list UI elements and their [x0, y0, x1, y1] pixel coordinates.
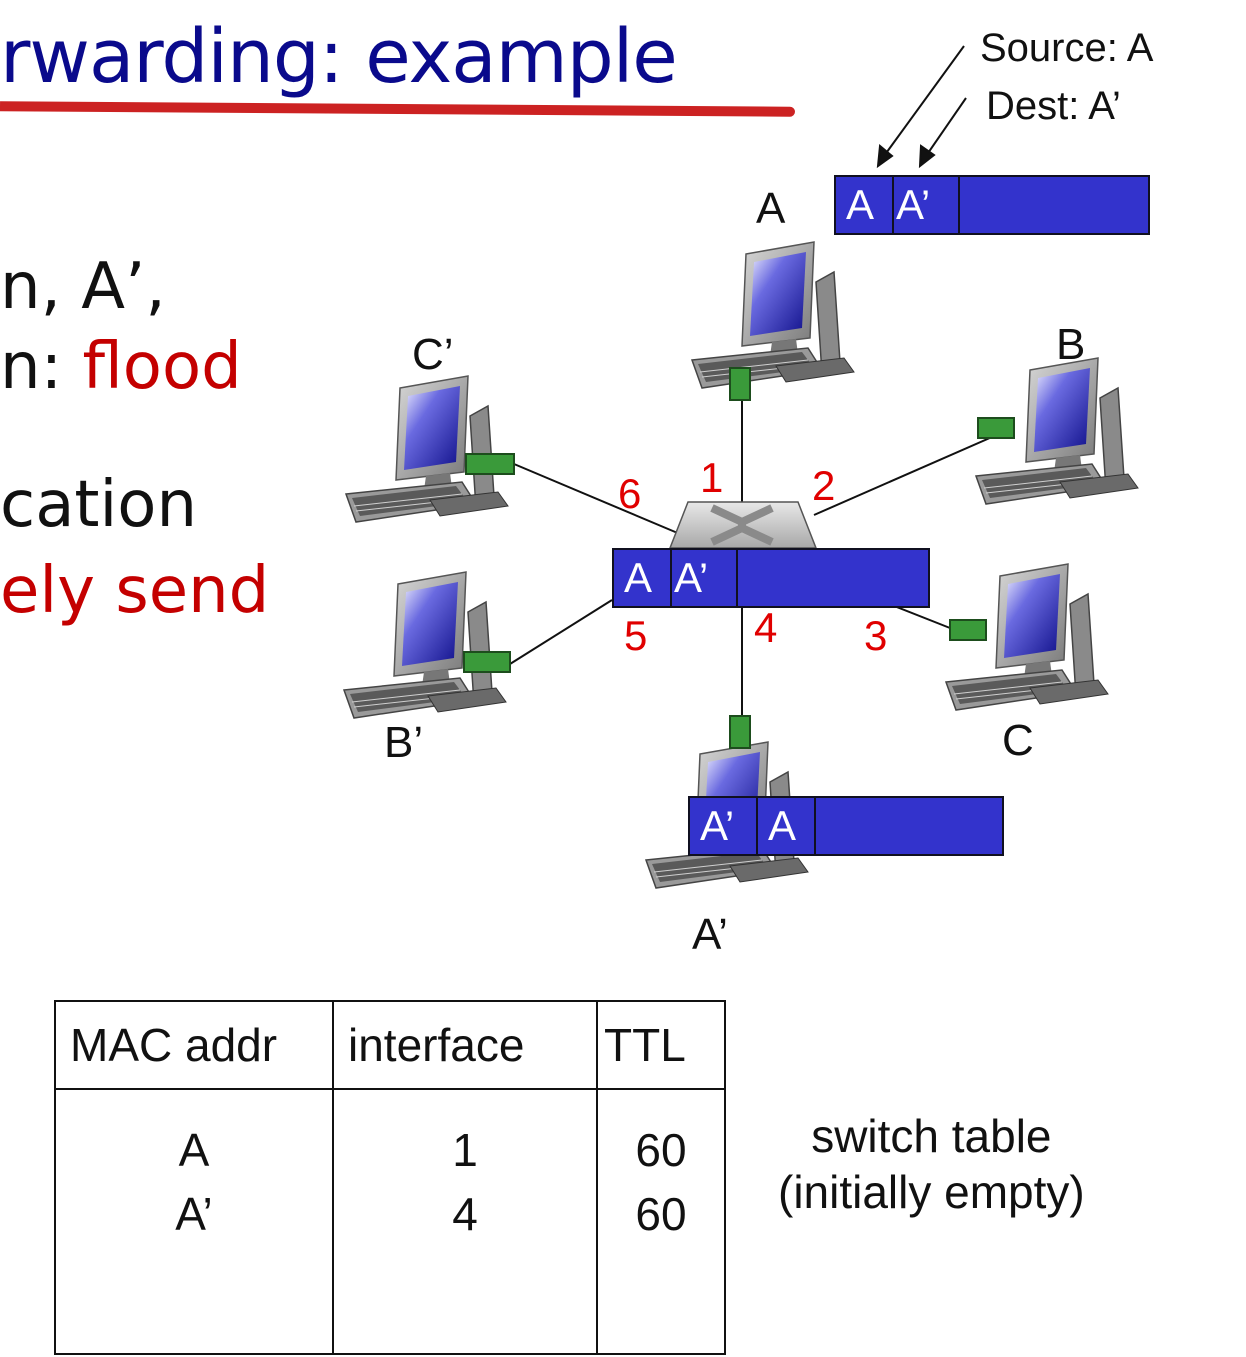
host-label-b: B: [1056, 320, 1086, 369]
frame-at-switch: A A’: [612, 548, 930, 608]
frame-at-a-dest: A’: [894, 177, 960, 233]
caption-line-2: (initially empty): [778, 1166, 1085, 1218]
nic-icon-a-prime: [729, 715, 751, 749]
port-label-6: 6: [618, 470, 642, 517]
bullet-line-3: cation: [0, 468, 197, 542]
frame-at-switch-source: A: [614, 550, 672, 606]
bullet-line-2-prefix: n:: [0, 330, 63, 404]
interface-column: 1 4: [332, 1088, 598, 1355]
computer-icon-b-prime: [343, 571, 507, 719]
port-label-3: 3: [864, 612, 888, 659]
header-ttl: TTL: [596, 1000, 726, 1090]
table-row-ttl: 60: [635, 1124, 687, 1176]
port-label-1: 1: [700, 454, 724, 501]
host-label-b-prime: B’: [384, 718, 424, 767]
bullet-line-2-flood: flood: [82, 330, 242, 404]
header-mac-addr: MAC addr: [54, 1000, 334, 1090]
table-row-ttl: 60: [635, 1188, 687, 1240]
port-label-4: 4: [754, 604, 778, 651]
switch-table-caption: switch table (initially empty): [778, 1108, 1085, 1220]
caption-line-1: switch table: [811, 1110, 1052, 1162]
ttl-column: 60 60: [596, 1088, 726, 1355]
frame-at-a-source: A: [836, 177, 894, 233]
nic-icon-c: [949, 619, 987, 641]
dest-annotation: Dest: A’: [986, 84, 1121, 128]
host-label-a: A: [756, 184, 786, 233]
nic-icon-c-prime: [465, 453, 515, 475]
network-diagram: [343, 45, 1139, 889]
host-label-c-prime: C’: [412, 330, 454, 379]
slide-title: rwarding: example: [0, 14, 678, 100]
mac-column: A A’: [54, 1088, 334, 1355]
bullet-line-1: n, A’,: [0, 250, 166, 324]
bullet-line-2: n: flood: [0, 330, 242, 404]
nic-icon-b: [977, 417, 1015, 439]
port-label-5: 5: [624, 612, 648, 659]
computer-icon-c-prime: [345, 375, 509, 523]
bullet-line-4: ely send: [0, 554, 270, 628]
frame-at-switch-dest: A’: [672, 550, 738, 606]
host-label-c: C: [1002, 716, 1034, 765]
nic-icon-a: [729, 367, 751, 401]
switch-icon: [668, 501, 818, 549]
host-label-a-prime: A’: [692, 910, 728, 959]
table-row-interface: 4: [452, 1188, 478, 1240]
nic-icon-b-prime: [463, 651, 511, 673]
computer-icon-a: [691, 241, 855, 389]
table-row-mac: A’: [175, 1188, 213, 1240]
table-row-mac: A: [178, 1124, 210, 1176]
switch-table: MAC addr interface TTL A A’ 1 4 60 60: [54, 1000, 726, 1355]
frame-at-a-prime: A’ A: [688, 796, 1004, 856]
frame-at-a: A A’: [834, 175, 1150, 235]
switch-table-header-row: MAC addr interface TTL: [54, 1000, 726, 1090]
header-interface: interface: [332, 1000, 598, 1090]
frame-at-a-prime-first: A’: [690, 798, 758, 854]
switch-table-body: A A’ 1 4 60 60: [54, 1088, 726, 1355]
port-label-2: 2: [812, 462, 836, 509]
table-row-interface: 1: [452, 1124, 478, 1176]
source-annotation: Source: A: [980, 26, 1154, 70]
frame-at-a-prime-second: A: [758, 798, 816, 854]
